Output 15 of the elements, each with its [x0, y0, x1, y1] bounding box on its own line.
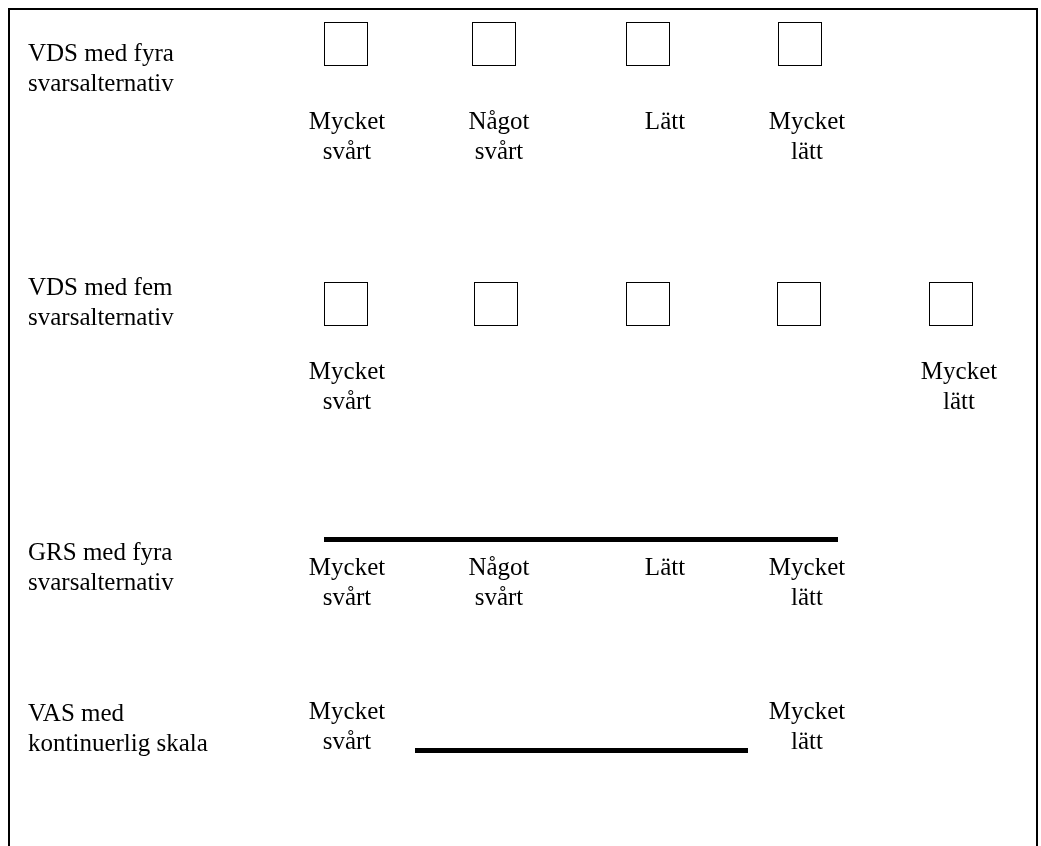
scale-option-label: Mycket lätt: [768, 696, 846, 756]
scale-option-label: Något svårt: [468, 552, 530, 612]
scale-option-label: Mycket svårt: [308, 696, 386, 756]
scale-option-label: Mycket svårt: [308, 552, 386, 612]
scale-heading: VDS med fem svarsalternativ: [28, 272, 175, 332]
scale-option-label: Mycket lätt: [768, 106, 846, 166]
scale-option-label: Mycket svårt: [308, 356, 386, 416]
scale-option-label: Något svårt: [468, 106, 530, 166]
scale-option-label: Mycket lätt: [768, 552, 846, 612]
scale-heading: GRS med fyra svarsalternativ: [28, 537, 175, 597]
scale-heading: VDS med fyra svarsalternativ: [28, 38, 175, 98]
scale-option-label: Mycket svårt: [308, 106, 386, 166]
scale-option-label: Lätt: [644, 552, 686, 582]
scale-option-label: Mycket lätt: [920, 356, 998, 416]
scale-option-label: Lätt: [644, 106, 686, 136]
